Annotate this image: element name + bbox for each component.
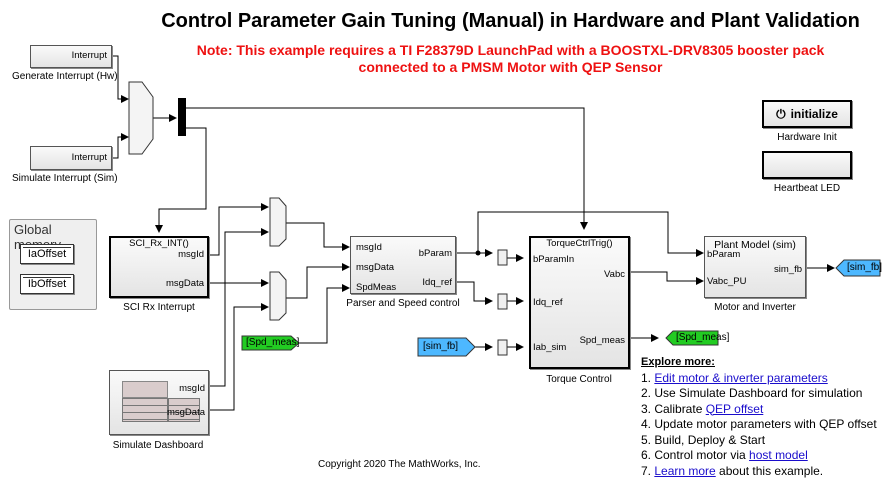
simulate-interrupt-caption: Simulate Interrupt (Sim)	[12, 173, 118, 184]
note-line-1: Note: This example requires a TI F28379D…	[196, 42, 825, 58]
explore-item-3: 3. Calibrate QEP offset	[641, 401, 764, 416]
simulate-dashboard-block[interactable]: msgId msgData	[109, 370, 209, 435]
explore-heading: Explore more:	[641, 356, 715, 368]
mux-block	[178, 98, 186, 136]
wire-vabc	[629, 271, 704, 285]
explore-item-5: 5. Build, Deploy & Start	[641, 432, 766, 447]
wire-bparam-plant	[477, 211, 704, 257]
wire-switch2-out	[286, 263, 350, 299]
wire-switch1-out	[286, 222, 350, 251]
switch-block-1	[269, 197, 287, 247]
edit-parameters-link[interactable]: Edit motor & inverter parameters	[654, 370, 828, 385]
wire-sim-interrupt	[112, 133, 129, 159]
wire-dash-msgid	[208, 228, 269, 387]
plant-model-block[interactable]: Plant Model (sim) bParam Vabc_PU sim_fb	[704, 236, 806, 298]
rate-transition-2	[497, 293, 508, 310]
host-model-link[interactable]: host model	[749, 448, 808, 462]
switch-block-2	[269, 271, 287, 321]
ib-offset-block[interactable]: IbOffset	[20, 274, 74, 294]
plant-caption: Motor and Inverter	[714, 302, 796, 313]
qep-offset-link[interactable]: QEP offset	[705, 401, 764, 416]
heartbeat-led-block[interactable]	[762, 151, 852, 179]
learn-more-link[interactable]: Learn more	[654, 463, 716, 478]
wire-torque-trigger	[186, 107, 588, 230]
parser-caption: Parser and Speed control	[346, 298, 460, 309]
rate-transition-1	[497, 249, 508, 266]
goto-sim-fb-shape	[835, 259, 881, 277]
generate-interrupt-block[interactable]: Interrupt	[30, 45, 112, 68]
wire-sci-msgid	[208, 203, 269, 256]
torque-control-block[interactable]: TorqueCtrlTrig() bParamIn Idq_ref Iab_si…	[529, 236, 630, 369]
branch-point	[475, 250, 481, 256]
from-spd-meas-shape	[241, 335, 300, 351]
dashboard-caption: Simulate Dashboard	[112, 440, 204, 451]
wire-sci-trigger	[155, 127, 207, 233]
hardware-note: Note: This example requires a TI F28379D…	[66, 42, 889, 76]
hardware-init-caption: Hardware Init	[777, 132, 837, 143]
wire-gen-interrupt	[112, 55, 129, 103]
wire-idqref	[455, 281, 493, 305]
hardware-init-button[interactable]: ⏻ initialize	[762, 100, 852, 128]
sci-rx-caption: SCI Rx Interrupt	[123, 302, 195, 313]
explore-item-1: 1. Edit motor & inverter parameters	[641, 370, 828, 385]
parser-speed-control-block[interactable]: msgId msgData SpdMeas bParam Idq_ref	[350, 236, 456, 294]
rate-transition-3	[497, 339, 508, 356]
from-sim-fb-shape	[417, 337, 476, 357]
ia-offset-block[interactable]: IaOffset	[20, 244, 74, 264]
explore-item-7: 7. Learn more about this example.	[641, 463, 824, 478]
goto-sim-fb[interactable]: [sim_fb]	[847, 262, 883, 273]
from-spd-meas[interactable]: [Spd_meas]	[246, 337, 300, 348]
diagram-title: Control Parameter Gain Tuning (Manual) i…	[161, 10, 860, 32]
merge-block	[128, 81, 154, 155]
goto-spd-meas[interactable]: [Spd_meas]	[676, 332, 730, 343]
explore-item-6: 6. Control motor via host model	[641, 448, 808, 462]
heartbeat-led-caption: Heartbeat LED	[773, 183, 841, 194]
goto-spd-meas-shape	[665, 330, 719, 346]
generate-interrupt-caption: Generate Interrupt (Hw)	[12, 71, 118, 82]
power-icon: ⏻	[776, 106, 786, 121]
note-line-2: connected to a PMSM Motor with QEP Senso…	[358, 59, 663, 75]
copyright: Copyright 2020 The MathWorks, Inc.	[318, 459, 481, 470]
from-sim-fb[interactable]: [sim_fb]	[423, 341, 459, 352]
wire-spdmeas-in	[298, 284, 350, 344]
wire-dash-msgdata	[208, 303, 269, 411]
sci-rx-interrupt-block[interactable]: SCI_Rx_INT() msgId msgData	[109, 236, 209, 298]
global-memory-area: Global memory IaOffset IbOffset	[9, 219, 97, 310]
simulate-interrupt-block[interactable]: Interrupt	[30, 146, 112, 170]
explore-item-4: 4. Update motor parameters with QEP offs…	[641, 417, 877, 431]
explore-more-panel: Explore more: 1. Edit motor & inverter p…	[641, 355, 877, 479]
torque-control-caption: Torque Control	[546, 374, 612, 385]
explore-item-2: 2. Use Simulate Dashboard for simulation	[641, 386, 863, 400]
